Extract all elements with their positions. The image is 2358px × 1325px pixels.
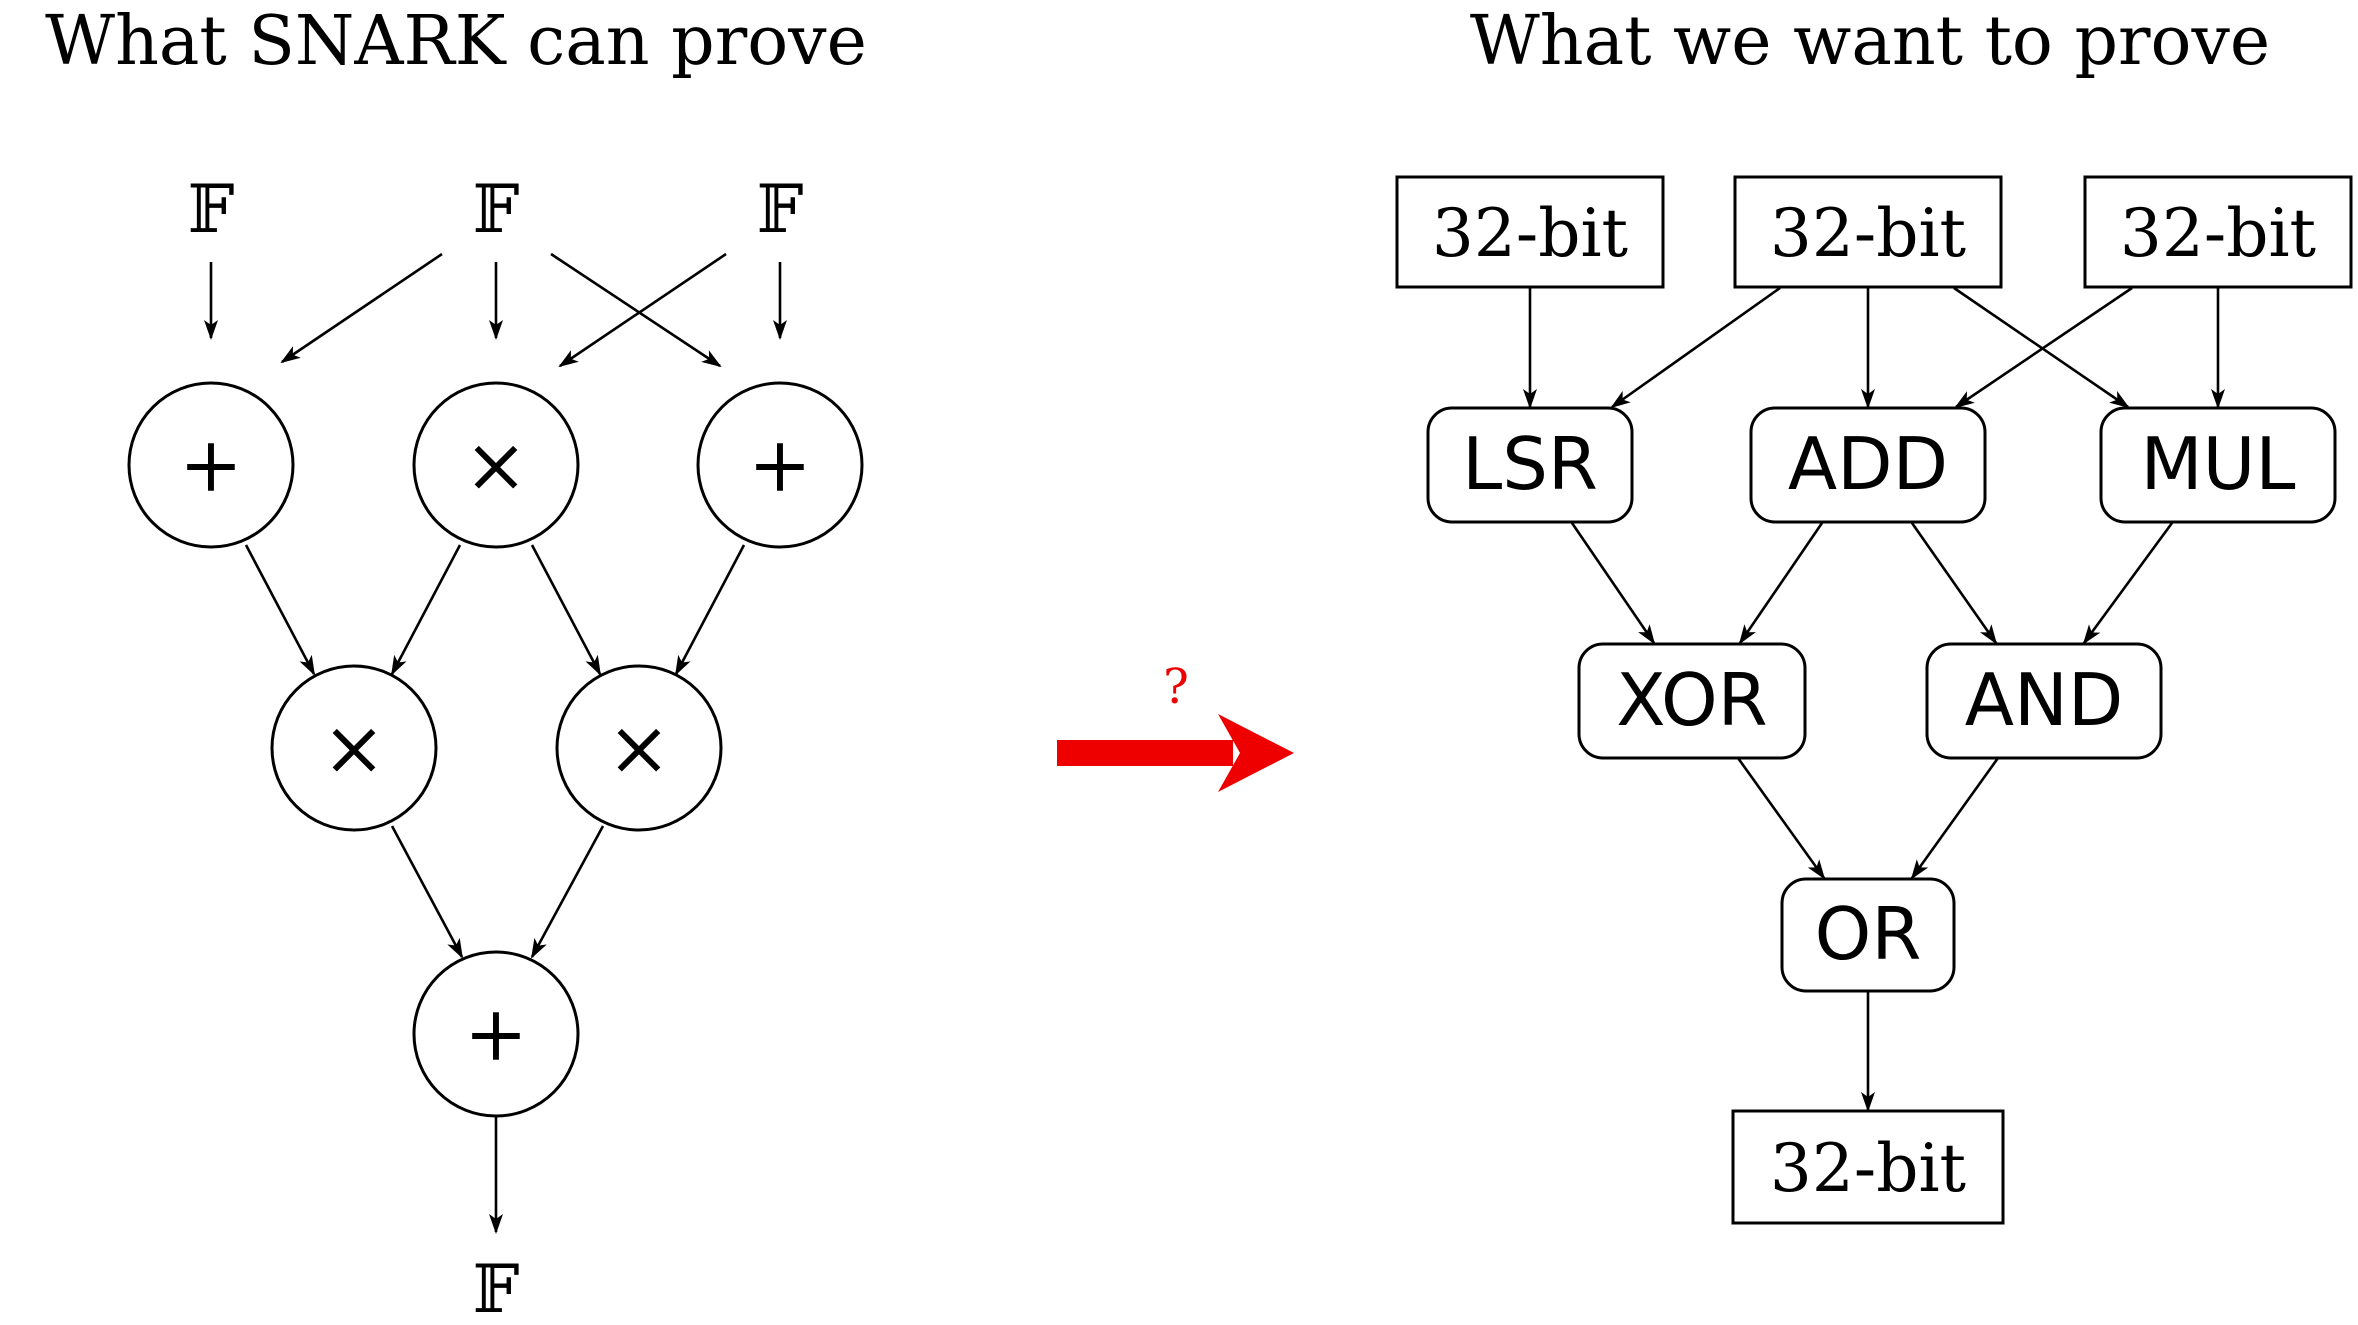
- op-lsr-label: LSR: [1462, 422, 1598, 506]
- right-title: What we want to prove: [1470, 2, 2270, 81]
- edge-in2-add2: [550, 252, 722, 368]
- field-output: 𝔽: [473, 1251, 520, 1325]
- gate-add-3-symbol: +: [464, 989, 528, 1078]
- edge-add2-mul3: [674, 544, 746, 676]
- arithmetic-circuit: 𝔽 𝔽 𝔽 + × + × × + 𝔽: [127, 171, 864, 1325]
- gate-mul-3-symbol: ×: [607, 703, 671, 792]
- edge-add-and: [1910, 522, 1998, 645]
- transform-arrow-head: [1218, 714, 1294, 792]
- input-box-3: 32-bit: [2083, 175, 2353, 289]
- edge-add-xor: [1738, 522, 1824, 645]
- gate-mul-2-symbol: ×: [322, 703, 386, 792]
- left-title: What SNARK can prove: [45, 2, 867, 81]
- input-box-1-label: 32-bit: [1432, 195, 1628, 272]
- op-xor: XOR: [1577, 642, 1807, 760]
- op-xor-label: XOR: [1616, 658, 1767, 742]
- edge-add1-mul2: [244, 544, 316, 676]
- gate-add-2: +: [696, 381, 864, 549]
- gate-add-2-symbol: +: [748, 420, 812, 509]
- edge-in2-lsr: [1610, 286, 1781, 409]
- op-add: ADD: [1749, 406, 1987, 524]
- bit-operation-edges: [1523, 286, 2225, 1112]
- edge-mul1-mul3: [530, 544, 602, 676]
- input-box-1: 32-bit: [1395, 175, 1665, 289]
- edge-mul-and: [2082, 522, 2174, 645]
- gate-mul-1-symbol: ×: [464, 420, 528, 509]
- edge-in2-add1: [280, 252, 443, 364]
- question-mark: ?: [1163, 659, 1189, 715]
- input-box-2: 32-bit: [1733, 175, 2003, 289]
- op-or: OR: [1780, 877, 1956, 993]
- output-box: 32-bit: [1731, 1109, 2005, 1225]
- op-and: AND: [1925, 642, 2163, 760]
- op-lsr: LSR: [1426, 406, 1634, 524]
- edge-and-or: [1910, 757, 2000, 880]
- op-mul: MUL: [2099, 406, 2337, 524]
- edge-mul3-add3: [530, 825, 605, 959]
- gate-add-1-symbol: +: [179, 420, 243, 509]
- edge-in2-mul: [1953, 286, 2130, 409]
- bit-operation-circuit: 32-bit 32-bit 32-bit LSR ADD MUL XOR: [1395, 175, 2353, 1225]
- output-box-label: 32-bit: [1770, 1130, 1966, 1207]
- field-input-3: 𝔽: [757, 171, 804, 248]
- input-box-2-label: 32-bit: [1770, 195, 1966, 272]
- edge-mul2-add3: [390, 825, 464, 959]
- transform-arrow-shaft: [1057, 740, 1233, 766]
- edge-in3-mul1: [558, 252, 727, 368]
- gate-mul-1: ×: [412, 381, 580, 549]
- arithmetic-circuit-edges: [204, 252, 787, 1234]
- field-input-2: 𝔽: [473, 171, 520, 248]
- edge-xor-or: [1736, 757, 1826, 880]
- edge-mul1-mul2: [390, 544, 462, 676]
- gate-mul-2: ×: [270, 664, 438, 832]
- op-and-label: AND: [1965, 658, 2124, 742]
- op-add-label: ADD: [1788, 422, 1948, 506]
- field-input-1: 𝔽: [188, 171, 235, 248]
- edge-in3-add: [1954, 286, 2133, 409]
- input-box-3-label: 32-bit: [2120, 195, 2316, 272]
- transform-arrow: ?: [1057, 659, 1294, 792]
- op-or-label: OR: [1815, 892, 1922, 976]
- op-mul-label: MUL: [2141, 422, 2296, 506]
- gate-add-3: +: [412, 950, 580, 1118]
- edge-lsr-xor: [1570, 522, 1656, 645]
- gate-mul-3: ×: [555, 664, 723, 832]
- gate-add-1: +: [127, 381, 295, 549]
